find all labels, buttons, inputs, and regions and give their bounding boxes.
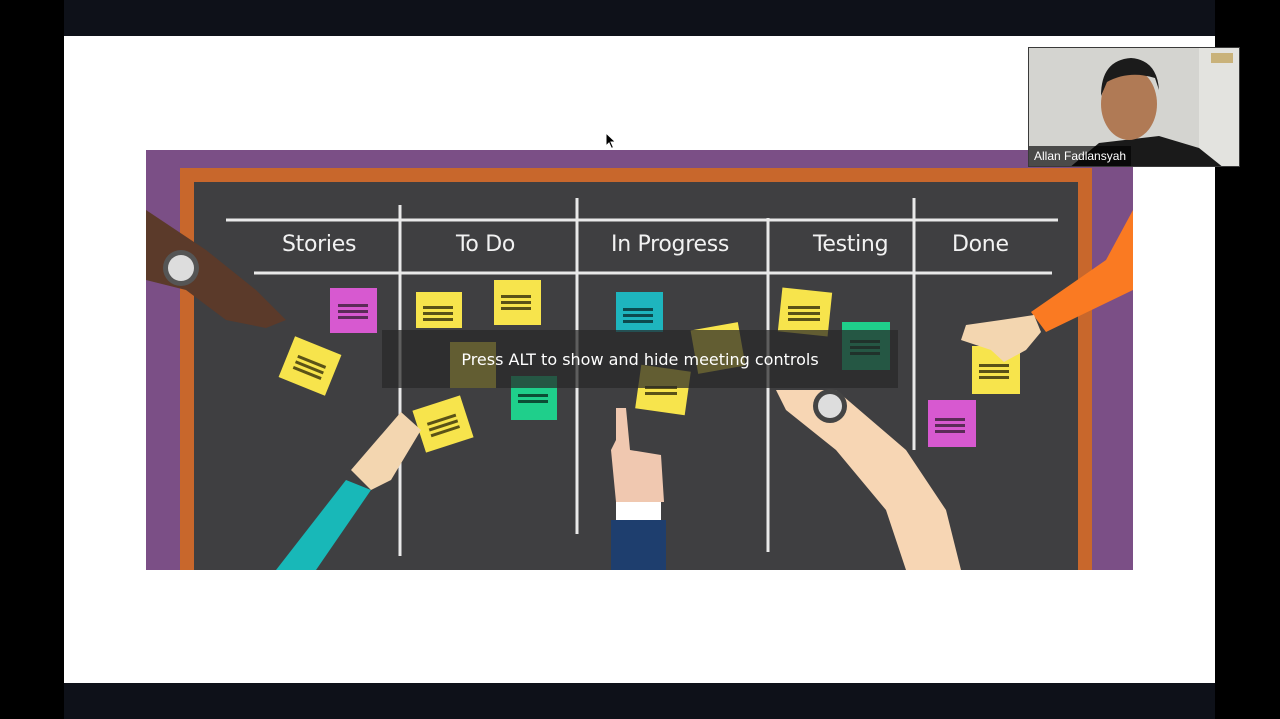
sticky-note (616, 292, 663, 332)
hand-pointing-up (611, 408, 666, 570)
hand-with-watch (776, 389, 961, 570)
sticky-note (777, 287, 833, 337)
sticky-note (278, 336, 342, 396)
mouse-cursor-icon (605, 132, 617, 150)
hand-orange-sleeve (961, 210, 1133, 362)
top-black-bar (64, 0, 1215, 36)
hand-pointing-left (146, 210, 286, 328)
sticky-note (416, 292, 462, 328)
column-done: Done (952, 232, 1009, 257)
column-to-do: To Do (456, 232, 516, 257)
sticky-note (494, 280, 541, 325)
sticky-note (330, 288, 377, 333)
column-stories: Stories (282, 232, 357, 257)
participant-video-tile[interactable]: Allan Fadlansyah (1028, 47, 1240, 167)
hand-holding-note (276, 412, 421, 570)
participant-name-tag: Allan Fadlansyah (1029, 146, 1132, 166)
bottom-black-bar (64, 683, 1215, 719)
sticky-note (412, 395, 474, 453)
column-in-progress: In Progress (611, 232, 730, 257)
meeting-controls-hint: Press ALT to show and hide meeting contr… (382, 330, 898, 388)
sticky-note (928, 400, 976, 447)
column-testing: Testing (813, 232, 889, 257)
meeting-controls-hint-text: Press ALT to show and hide meeting contr… (461, 349, 819, 369)
